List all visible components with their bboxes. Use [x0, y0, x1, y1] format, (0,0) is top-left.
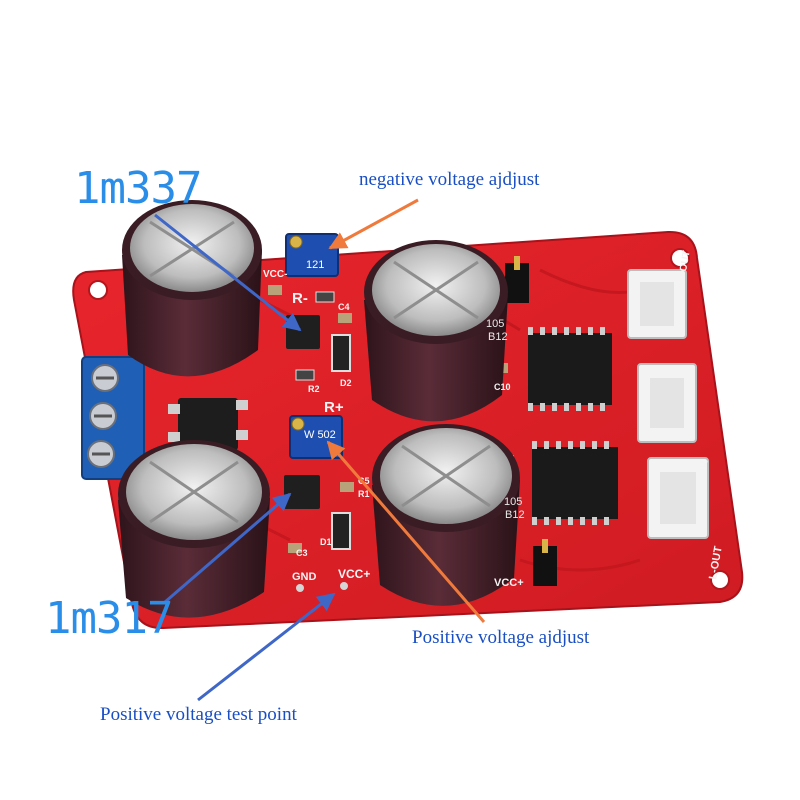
header-pins — [505, 256, 557, 586]
silk-d1: D1 — [320, 537, 332, 547]
silk-l-out: L-OUT — [707, 545, 725, 580]
trimmer-screw-icon — [291, 417, 305, 431]
silk-gnd: GND — [292, 571, 317, 583]
mounting-hole — [710, 570, 730, 590]
connector-l-out — [647, 457, 709, 539]
connector-out — [627, 269, 687, 339]
cap-code: B12 — [488, 331, 508, 343]
label-lm317: 1m317 — [45, 593, 173, 644]
silk-out: OUT — [678, 250, 692, 273]
silk-vcc-minus: VCC- — [263, 269, 287, 280]
lm337-chip — [286, 315, 320, 349]
trimmer-code: 121 — [306, 259, 324, 271]
cap-code: 105 — [504, 496, 522, 508]
mounting-hole — [88, 280, 108, 300]
cap-code: 105 — [486, 318, 504, 330]
op-amp-ic — [528, 327, 612, 411]
silkscreen: R- R+ VCC- VCC+ VCC+ GND C4 C3 C5 C10 R1… — [263, 250, 725, 589]
component-codes: 105 B12 105 B12 121 W 502 — [304, 259, 525, 521]
label-lm337: 1m337 — [74, 163, 202, 214]
annotation-arrows — [154, 198, 486, 702]
trimmer-negative — [285, 233, 339, 277]
capacitor-bottom-right — [372, 424, 520, 606]
test-point-vcc — [340, 582, 348, 590]
silk-d2: D2 — [340, 378, 352, 388]
silk-c4: C4 — [338, 302, 350, 312]
screw-terminal — [81, 356, 145, 480]
silk-in: IN — [698, 459, 711, 471]
silk-vcc-plus: VCC+ — [338, 567, 370, 581]
bridge-rectifier — [168, 398, 248, 450]
capacitor-top-right — [364, 240, 508, 422]
diode-d2 — [331, 334, 351, 372]
silk-r-plus: R+ — [324, 399, 344, 416]
cap-code: B12 — [505, 509, 525, 521]
diode-d1 — [331, 512, 351, 550]
silk-r1: R1 — [358, 489, 370, 499]
label-negative-voltage-adjust: negative voltage ajdjust — [359, 169, 540, 190]
silk-vcc-plus-right: VCC+ — [494, 577, 524, 589]
capacitor-top-left — [122, 200, 262, 377]
mounting-hole — [670, 248, 690, 268]
trimmer-screw-icon — [289, 235, 303, 249]
capacitor-bottom-left — [118, 440, 270, 618]
silk-r2: R2 — [308, 384, 320, 394]
silk-c10: C10 — [494, 382, 511, 392]
arrow-lm337 — [154, 213, 302, 332]
connector-in — [637, 363, 697, 443]
arrow-lm317 — [164, 492, 292, 604]
label-positive-voltage-adjust: Positive voltage ajdjust — [412, 627, 590, 648]
label-positive-voltage-test-point: Positive voltage test point — [100, 704, 297, 725]
trimmer-mark: W 502 — [304, 429, 336, 441]
lm317-chip — [284, 475, 320, 509]
op-amp-ic — [532, 441, 618, 525]
arrow-negative-adjust — [328, 198, 419, 250]
silk-c3: C3 — [296, 548, 308, 558]
arrow-test-point — [197, 592, 336, 702]
arrow-positive-adjust — [326, 440, 486, 623]
silk-r-minus: R- — [292, 290, 308, 307]
test-point-gnd — [296, 584, 304, 592]
smd-components — [268, 285, 514, 553]
